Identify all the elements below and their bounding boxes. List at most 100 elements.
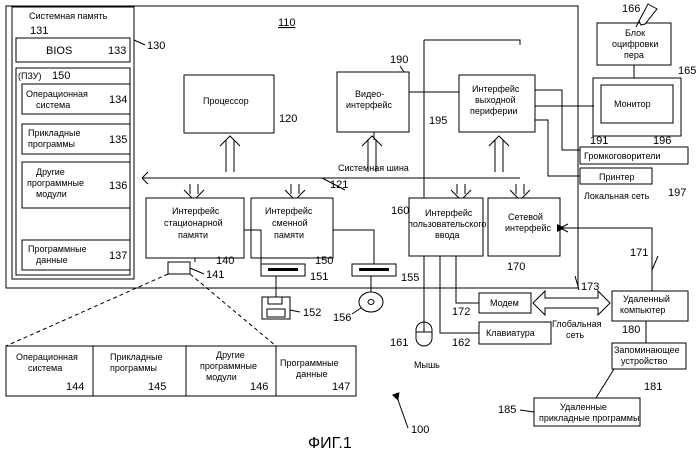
storage-line-2: устройство	[621, 356, 667, 366]
monitor-ref: 191	[590, 135, 608, 147]
storage-line-1: Запоминающее	[614, 345, 680, 355]
input-line-2: пользовательского	[408, 219, 486, 229]
out-ref: 195	[429, 115, 447, 127]
hdd-apps-line-2: программы	[110, 363, 157, 373]
data-ref: 137	[109, 250, 127, 262]
out-line-3: периферии	[470, 106, 517, 116]
hdd-apps-ref: 145	[148, 381, 166, 393]
ram-prefix: (ПЗУ)	[18, 71, 42, 81]
hdd-other-line-1: Другие	[216, 350, 245, 360]
fixed-line-1: Интерфейс	[172, 206, 220, 216]
removable-line-1: Интерфейс	[265, 206, 313, 216]
data-line-2: данные	[36, 255, 68, 265]
out-line-1: Интерфейс	[472, 84, 520, 94]
other-line-2: программные	[27, 178, 84, 188]
bios-label: BIOS	[46, 45, 72, 57]
video-line-2: интерфейс	[346, 100, 392, 110]
ram-ref: 150	[52, 70, 70, 82]
removable-line-2: сменной	[272, 218, 308, 228]
fixed-line-2: стационарной	[164, 218, 223, 228]
video-line-1: Видео-	[355, 89, 384, 99]
hdd-os-line-2: система	[28, 363, 62, 373]
network-line-2: интерфейс	[505, 223, 551, 233]
network-ref: 170	[507, 261, 525, 273]
mouse-icon	[416, 322, 432, 346]
remote-line-2: компьютер	[620, 305, 665, 315]
bios-ref: 133	[108, 45, 126, 57]
remote-line-1: Удаленный	[623, 294, 670, 304]
system-memory-title: Системная память	[29, 11, 108, 21]
modem-ref: 172	[452, 306, 470, 318]
remote-apps-line-1: Удаленные	[560, 402, 607, 412]
os-ref: 134	[109, 94, 127, 106]
hdd-other-line-2: программные	[200, 361, 257, 371]
bus-ref: 121	[330, 179, 348, 191]
floppy-drive-ref: 151	[310, 271, 328, 283]
other-line-1: Другие	[36, 167, 65, 177]
hdd-ref: 141	[206, 269, 224, 281]
figure-label: ФИГ.1	[308, 435, 352, 452]
modem-label: Модем	[490, 298, 519, 308]
other-ref: 136	[109, 180, 127, 192]
wan-line-1: Глобальная	[552, 319, 602, 329]
hdd-os-line-1: Операционная	[16, 352, 78, 362]
speakers-ref: 196	[653, 135, 671, 147]
fixed-ref: 140	[216, 255, 234, 267]
apps-line-1: Прикладные	[28, 128, 81, 138]
other-line-3: модули	[36, 189, 67, 199]
fixed-line-3: памяти	[178, 230, 208, 240]
computer-ref: 110	[278, 17, 296, 29]
hdd-other-line-3: модули	[206, 372, 237, 382]
apps-ref: 135	[109, 134, 127, 146]
remote-line-ref: 171	[630, 247, 648, 259]
figure-ref: 100	[411, 424, 429, 436]
input-line-3: ввода	[435, 230, 460, 240]
os-line-1: Операционная	[26, 89, 88, 99]
hdd-os-ref: 144	[66, 381, 84, 393]
processor-ref: 120	[279, 113, 297, 125]
apps-line-2: программы	[28, 139, 75, 149]
removable-line-3: памяти	[274, 230, 304, 240]
mouse-label: Мышь	[414, 360, 440, 370]
wan-ref: 173	[581, 281, 599, 293]
video-ref: 190	[390, 54, 408, 66]
lan-label: Локальная сеть	[584, 191, 650, 201]
pen-line-3: пера	[624, 50, 644, 60]
removable-ref: 150	[315, 255, 333, 267]
pen-stylus-ref: 166	[622, 3, 640, 15]
network-line-1: Сетевой	[508, 212, 543, 222]
hdd-data-line-2: данные	[296, 369, 328, 379]
hdd-data-ref: 147	[332, 381, 350, 393]
processor-label: Процессор	[203, 96, 249, 106]
data-line-1: Программные	[28, 244, 87, 254]
remote-ref: 180	[622, 324, 640, 336]
floppy-disk-icon	[262, 297, 290, 319]
storage-ref: 181	[644, 381, 662, 393]
printer-ref: 197	[668, 187, 686, 199]
hdd-other-ref: 146	[250, 381, 268, 393]
wan-arrow	[533, 291, 610, 315]
os-line-2: система	[36, 100, 70, 110]
hdd-data-line-1: Программные	[280, 358, 339, 368]
out-line-2: выходной	[475, 95, 516, 105]
optical-disc-icon	[359, 292, 383, 312]
optical-disk-ref: 156	[333, 312, 351, 324]
optical-drive-ref: 155	[401, 272, 419, 284]
wan-line-2: сеть	[566, 330, 584, 340]
system-memory-ref: 130	[147, 40, 165, 52]
remote-apps-ref: 185	[498, 404, 516, 416]
keyboard-label: Клавиатура	[486, 328, 535, 338]
monitor-label: Монитор	[614, 99, 651, 109]
pen-ref: 165	[678, 65, 696, 77]
floppy-disk-ref: 152	[303, 307, 321, 319]
pen-line-1: Блок	[625, 28, 645, 38]
speakers-label: Громкоговорители	[584, 151, 660, 161]
printer-label: Принтер	[599, 172, 635, 182]
hard-disk-drive	[168, 262, 190, 274]
input-ref: 160	[391, 205, 409, 217]
keyboard-ref: 162	[452, 337, 470, 349]
input-line-1: Интерфейс	[425, 208, 473, 218]
remote-apps-line-2: прикладные программы	[539, 413, 639, 423]
